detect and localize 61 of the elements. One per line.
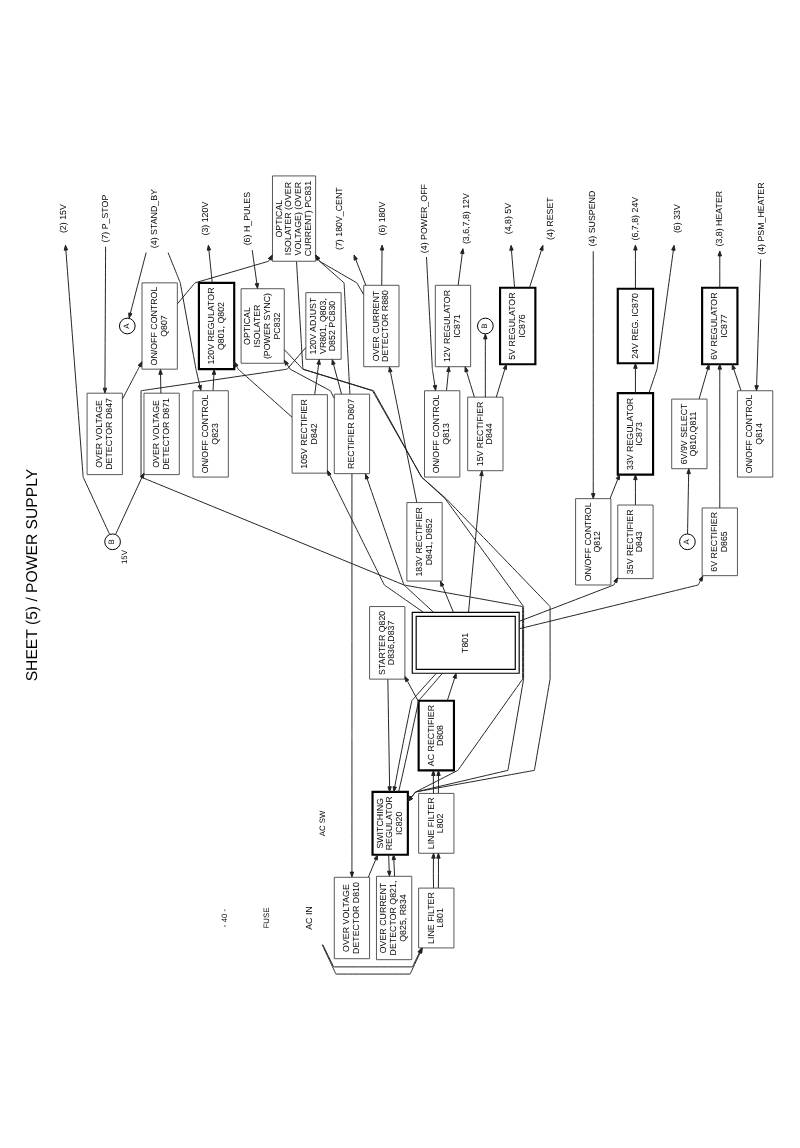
arrow [391,853,397,876]
arrow [353,253,367,285]
arrow [518,574,704,629]
arrow [754,257,762,390]
arrow [349,472,355,877]
arrow [283,348,551,801]
arrow [633,362,638,393]
arrow [717,249,722,288]
arrow [686,467,691,534]
arrow [63,243,111,534]
arrow [283,358,335,398]
arrow [387,677,392,792]
arrow [446,671,457,700]
arrow [387,853,392,876]
arrow [158,367,163,393]
diagram-title: SHEET (5) / POWER SUPPLY [22,467,41,681]
arrow [446,365,451,390]
arrow [404,675,420,702]
arrow [495,362,507,397]
arrow [388,365,418,502]
arrow [315,253,351,394]
arrow [717,362,722,508]
arrow [315,253,365,294]
arrow [364,472,435,612]
arrow [436,851,441,888]
arrow [115,471,145,534]
arrow [633,243,638,288]
arrow [529,243,544,288]
arrow [322,943,423,967]
arrow [468,469,484,612]
arrow [326,468,425,612]
arrow [251,248,260,288]
arrow [321,943,423,974]
arrow [122,360,143,399]
arrow [128,251,147,318]
arrow [457,247,465,285]
arrow [211,368,217,390]
arrow [648,243,676,393]
arrow [464,365,475,397]
arrow [296,260,525,801]
arrow [633,473,638,505]
arrow [698,362,710,399]
arrow [314,357,321,394]
arrow [331,358,342,394]
arrow [367,853,379,877]
arrow [140,346,524,801]
arrow [731,362,742,390]
arrow [206,243,213,283]
arrow [609,473,621,498]
arrow [518,576,619,621]
arrow [591,249,596,498]
arrow [426,255,438,390]
arrow [102,245,108,393]
arrow [177,253,273,304]
arrow [440,579,454,612]
arrow [379,243,385,285]
arrow [167,251,202,390]
arrow [509,243,516,288]
arrow [483,332,488,397]
arrow [431,851,436,888]
arrow [233,360,293,417]
